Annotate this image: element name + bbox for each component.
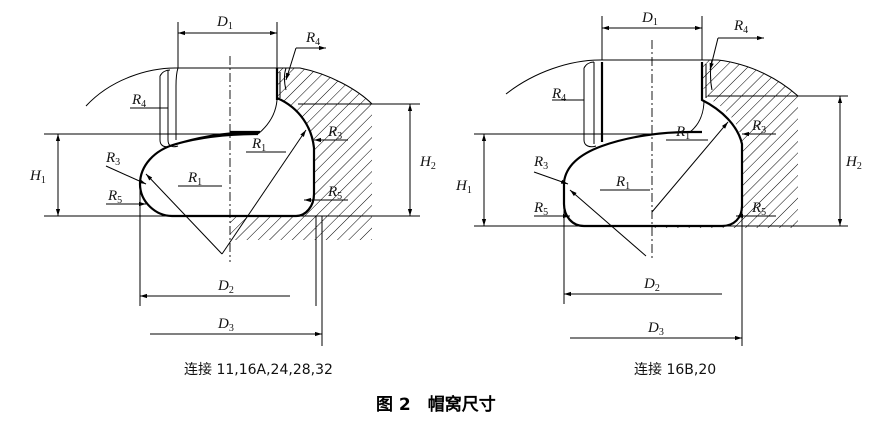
- right-label-r3-right: R3: [751, 118, 766, 136]
- right-label-r5-left: R5: [533, 200, 548, 218]
- right-caption: 连接 16B,20: [634, 361, 716, 378]
- right-label-r4-top: R4: [733, 18, 748, 36]
- left-label-r1-upper: R1: [251, 136, 266, 154]
- left-label-r3-left: R3: [105, 150, 120, 168]
- left-label-d3: D3: [217, 316, 234, 334]
- right-hatched-body: [652, 60, 798, 228]
- right-label-r3-left: R3: [533, 154, 548, 172]
- left-caption: 连接 11,16A,24,28,32: [184, 361, 333, 378]
- right-label-h1: H1: [455, 178, 472, 196]
- left-label-r5-left: R5: [107, 188, 122, 206]
- left-label-h1: H1: [29, 168, 46, 186]
- left-bore: [167, 67, 179, 148]
- right-label-d1: D1: [641, 10, 658, 28]
- right-diagram: D1 R4 R4 R3 R1 R3 R1 H1 H2 R5 R5 D2 D3: [455, 10, 862, 346]
- left-hatched-body: [230, 68, 372, 240]
- left-label-d2: D2: [217, 278, 234, 296]
- right-label-r5-right: R5: [751, 200, 766, 218]
- left-label-d1: D1: [216, 14, 233, 32]
- left-label-r1-lower: R1: [187, 170, 202, 188]
- left-label-r4: R4: [131, 92, 146, 110]
- right-label-r4: R4: [551, 86, 566, 104]
- right-label-r1-upper: R1: [675, 124, 690, 142]
- left-diagram: D1 R4 R4 R3 R1 R3 R1 H1 H2 R5 R5 D2 D3: [29, 14, 436, 346]
- left-socket-profile: [138, 68, 316, 218]
- left-label-r4-top: R4: [305, 30, 320, 48]
- figure-caption: 图 2 帽窝尺寸: [376, 394, 496, 415]
- left-label-r3-right: R3: [327, 124, 342, 142]
- right-label-r1-lower: R1: [615, 174, 630, 192]
- right-outer-arc: [505, 59, 799, 97]
- right-label-d3: D3: [647, 320, 664, 338]
- left-label-r5-right: R5: [327, 184, 342, 202]
- left-label-h2: H2: [419, 154, 436, 172]
- right-label-h2: H2: [845, 154, 862, 172]
- left-outer-arc: [85, 67, 373, 107]
- right-label-d2: D2: [643, 276, 660, 294]
